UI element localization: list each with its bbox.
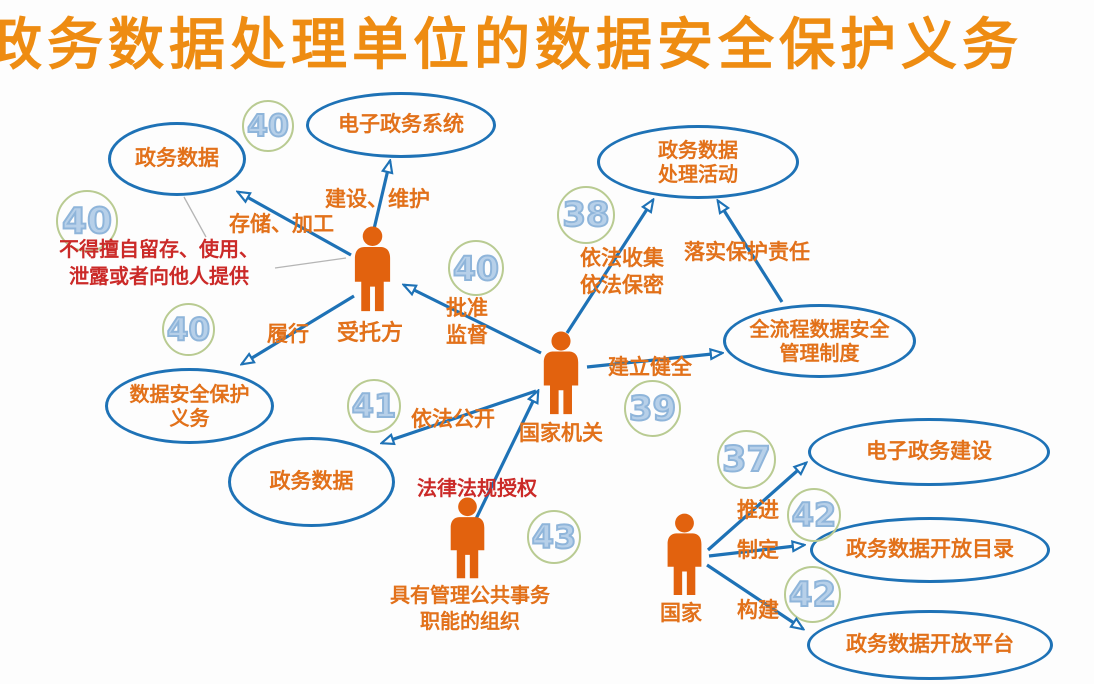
node-label: 政务数据 xyxy=(269,469,354,494)
arrow-trustee-to-protection-duty xyxy=(242,294,355,364)
node-label: 全流程数据安全 xyxy=(749,317,890,341)
edge-label-construct: 构建 xyxy=(737,598,779,622)
article-badge-38: 38 xyxy=(557,186,615,244)
edge-label-line: 批准 xyxy=(446,296,488,320)
actor-label-state-organ: 国家机关 xyxy=(519,421,603,445)
node-open-platform: 政务数据开放平台 xyxy=(807,610,1053,680)
note-legal-authorization: 法律法规授权 xyxy=(417,476,537,500)
arrow-state-to-egov-construction xyxy=(706,463,806,552)
edge-label-build-maintain: 建设、维护 xyxy=(325,187,430,211)
arrow-mgmt-system-to-processing xyxy=(718,201,784,303)
node-gov-data-bottom: 政务数据 xyxy=(228,437,395,527)
article-badge-42-platform: 42 xyxy=(784,566,841,623)
node-label: 电子政务建设 xyxy=(866,439,992,464)
node-egov-construction: 电子政务建设 xyxy=(808,418,1050,486)
article-badge-40-top: 40 xyxy=(242,100,294,152)
edge-label-formulate: 制定 xyxy=(737,538,779,562)
edge-label-implement-duty: 落实保护责任 xyxy=(684,240,810,264)
node-gov-data-top: 政务数据 xyxy=(108,122,246,196)
node-label: 义务 xyxy=(169,406,210,430)
person-icon-state xyxy=(667,513,702,595)
edge-label-establish: 建立健全 xyxy=(608,355,692,379)
arrow-trustee-to-gov-data-top xyxy=(238,192,352,257)
note-line: 泄露或者向他人提供 xyxy=(69,264,249,288)
callout-line-ellipse-to-note xyxy=(183,196,207,238)
note-line: 不得擅自留存、使用、 xyxy=(59,237,259,261)
arrow-state-organ-to-trustee xyxy=(404,285,542,355)
article-badge-42-catalog: 42 xyxy=(787,488,841,542)
arrow-state-to-open-catalog xyxy=(708,545,804,558)
node-label: 政务数据 xyxy=(135,146,219,171)
node-processing-activities: 政务数据 处理活动 xyxy=(597,125,799,199)
node-label: 政务数据开放目录 xyxy=(846,537,1014,562)
article-badge-37: 37 xyxy=(717,430,776,489)
arrow-state-organ-to-mgmt-system xyxy=(586,353,722,369)
actor-label-trustee: 受托方 xyxy=(337,321,404,346)
node-label: 处理活动 xyxy=(658,162,738,186)
edge-label-store-process: 存储、加工 xyxy=(229,212,334,236)
arrow-trustee-to-egov-system xyxy=(372,161,390,230)
edge-label-line: 依法收集 xyxy=(580,246,664,270)
article-badge-40-mid: 40 xyxy=(162,303,215,356)
edge-label-line: 依法保密 xyxy=(580,273,664,297)
edge-label-approve-supervise: 批准 监督 xyxy=(438,295,496,349)
article-badge-41: 41 xyxy=(347,379,401,433)
edge-label-collect-keep-secret: 依法收集 依法保密 xyxy=(572,245,672,299)
callout-line-note-to-trustee xyxy=(274,257,347,269)
arrow-state-to-open-platform xyxy=(706,563,803,629)
node-label: 政务数据 xyxy=(658,138,738,162)
actor-label-state: 国家 xyxy=(660,601,702,625)
node-protection-duty: 数据安全保护 义务 xyxy=(105,368,274,444)
actor-label-line: 职能的组织 xyxy=(420,609,520,633)
article-badge-39: 39 xyxy=(624,380,681,437)
actor-label-line: 具有管理公共事务 xyxy=(390,583,550,607)
page-title: 政务数据处理单位的数据安全保护义务 xyxy=(0,13,1023,78)
node-mgmt-system: 全流程数据安全 管理制度 xyxy=(723,304,916,378)
person-icon-state-organ xyxy=(543,331,579,415)
node-label: 数据安全保护 xyxy=(129,382,250,406)
node-egov-system: 电子政务系统 xyxy=(306,92,496,158)
person-icon-trustee xyxy=(354,226,391,312)
arrow-org-to-state-organ xyxy=(472,391,538,524)
person-icon-public-affairs-org xyxy=(450,497,485,579)
node-label: 电子政务系统 xyxy=(338,112,464,137)
node-label: 政务数据开放平台 xyxy=(846,632,1014,657)
node-label: 管理制度 xyxy=(779,341,860,365)
article-badge-43: 43 xyxy=(527,510,581,564)
article-badge-40-center: 40 xyxy=(448,240,504,296)
article-badge-40-left: 40 xyxy=(56,190,118,252)
arrow-state-organ-to-processing xyxy=(565,200,653,334)
node-open-catalog: 政务数据开放目录 xyxy=(810,517,1050,583)
edge-label-line: 监督 xyxy=(446,323,488,347)
edge-label-promote: 推进 xyxy=(737,498,779,522)
note-prohibition: 不得擅自留存、使用、 泄露或者向他人提供 xyxy=(42,236,276,290)
edge-label-perform: 履行 xyxy=(267,322,309,346)
actor-label-public-affairs-org: 具有管理公共事务 职能的组织 xyxy=(375,582,565,634)
arrow-state-organ-to-gov-data-bottom xyxy=(382,389,537,443)
edge-label-disclose: 依法公开 xyxy=(411,407,495,431)
